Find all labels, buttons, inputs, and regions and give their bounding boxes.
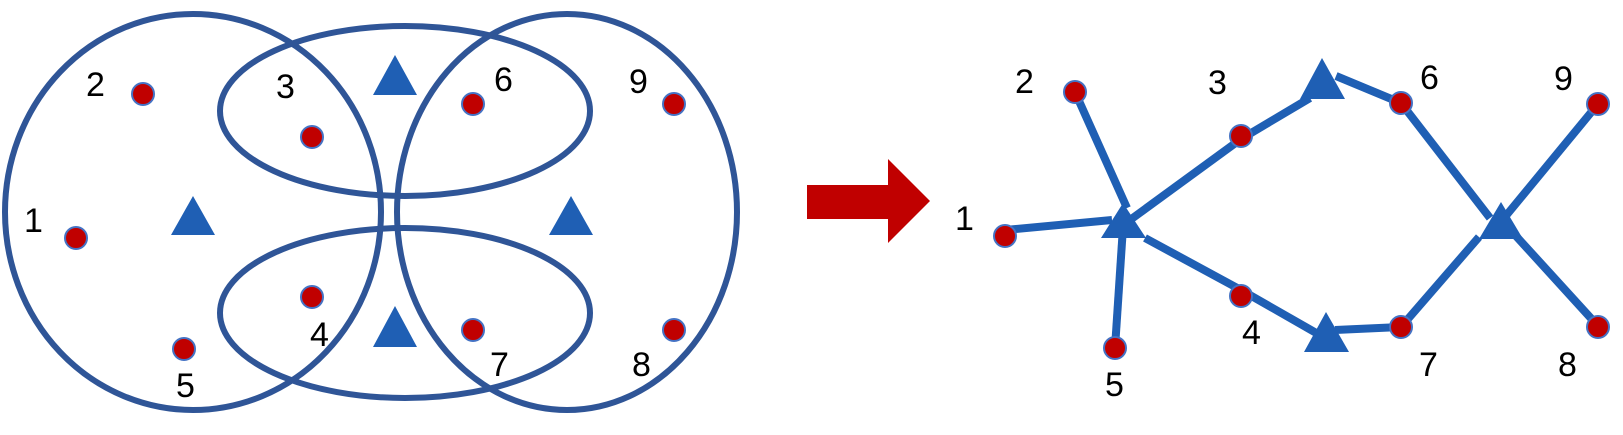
vertex-4 xyxy=(300,285,324,309)
hyperedge-marker-triangle xyxy=(171,196,215,235)
edge-hub2-9 xyxy=(1496,101,1602,226)
node-label-4: 4 xyxy=(1242,314,1261,352)
vertex-label-4: 4 xyxy=(310,316,329,354)
vertex-8 xyxy=(662,318,686,342)
vertex-7 xyxy=(461,318,485,342)
vertex-label-5: 5 xyxy=(176,367,195,405)
node-2 xyxy=(1063,80,1087,104)
node-1 xyxy=(993,224,1017,248)
edge-1-hub xyxy=(1004,216,1113,234)
node-label-1: 1 xyxy=(955,200,974,238)
vertex-2 xyxy=(131,82,155,106)
node-3 xyxy=(1229,124,1253,148)
vertex-5 xyxy=(172,337,196,361)
hyperedge-marker-triangle xyxy=(373,306,417,347)
hyperedge-marker-triangle xyxy=(549,196,593,235)
vertex-label-3: 3 xyxy=(276,68,295,106)
vertex-9 xyxy=(662,92,686,116)
hub-triangle-right xyxy=(1479,202,1523,239)
edge-7-hub2 xyxy=(1397,234,1483,330)
vertex-label-8: 8 xyxy=(632,346,651,384)
vertex-label-6: 6 xyxy=(494,61,513,99)
hyperedge-marker-triangle xyxy=(373,55,417,95)
vertex-label-2: 2 xyxy=(86,66,105,104)
node-label-6: 6 xyxy=(1420,59,1439,97)
vertex-1 xyxy=(64,226,88,250)
vertex-label-7: 7 xyxy=(490,346,509,384)
node-6 xyxy=(1389,91,1413,115)
edge-hub2-8 xyxy=(1513,233,1601,329)
node-label-5: 5 xyxy=(1105,366,1124,404)
node-8 xyxy=(1586,315,1610,339)
node-label-9: 9 xyxy=(1554,60,1573,98)
node-9 xyxy=(1586,92,1610,116)
edge-3-top xyxy=(1238,94,1313,143)
node-label-7: 7 xyxy=(1419,346,1438,384)
node-label-8: 8 xyxy=(1558,346,1577,384)
node-7 xyxy=(1389,315,1413,339)
edge-hub-3 xyxy=(1127,135,1244,224)
edge-4-bottom xyxy=(1239,286,1320,338)
right-graph: 1 2 3 4 5 6 7 8 9 xyxy=(955,58,1610,404)
edge-2-hub xyxy=(1071,90,1131,210)
left-hypergraph: 1 2 3 4 5 6 7 8 9 xyxy=(2,11,740,413)
node-4 xyxy=(1229,284,1253,308)
hyperedge-top xyxy=(217,23,593,199)
edge-6-hub2 xyxy=(1397,100,1494,221)
vertex-label-9: 9 xyxy=(629,63,648,101)
hyperedge-bottom xyxy=(217,225,593,401)
edge-hub-4 xyxy=(1143,234,1243,294)
node-5 xyxy=(1103,336,1127,360)
hub-triangle-bottom xyxy=(1304,312,1349,352)
hyperedge-left-large xyxy=(2,11,384,413)
node-label-2: 2 xyxy=(1015,63,1034,101)
edge-5-hub xyxy=(1111,226,1127,349)
vertex-label-1: 1 xyxy=(24,202,43,240)
vertex-6 xyxy=(461,92,485,116)
vertex-3 xyxy=(300,125,324,149)
node-label-3: 3 xyxy=(1208,64,1227,102)
transform-arrow xyxy=(807,159,930,243)
hyperedge-right-large xyxy=(394,11,740,413)
hub-triangle-left xyxy=(1101,203,1146,238)
hub-triangle-top xyxy=(1300,58,1345,99)
